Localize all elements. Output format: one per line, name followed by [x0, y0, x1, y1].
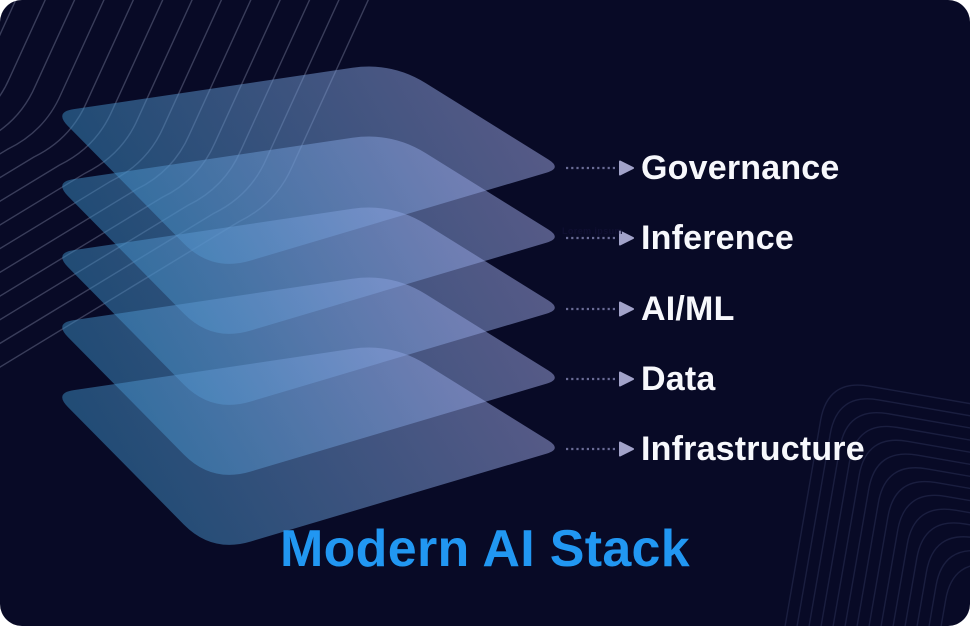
corner-line	[0, 0, 135, 179]
arrow-head-icon	[619, 301, 634, 317]
corner-line	[0, 0, 76, 132]
layer-label-aiml: AI/ML	[641, 290, 735, 328]
corner-line	[832, 439, 970, 626]
layer-label-inference: Inference	[641, 219, 794, 257]
corner-line	[784, 384, 970, 626]
arrow-head-icon	[619, 371, 634, 387]
layer-label-governance: Governance	[641, 149, 840, 187]
corner-line	[904, 522, 970, 626]
corner-line	[796, 398, 970, 626]
layer-label-data: Data	[641, 360, 716, 398]
corner-line	[820, 425, 970, 626]
corner-line	[892, 508, 970, 626]
corner-line	[844, 453, 970, 626]
corner-line	[0, 0, 46, 97]
corner-line	[868, 480, 970, 626]
corner-line	[808, 412, 970, 626]
arrow-head-icon	[619, 441, 634, 457]
stack-sheet-infrastructure	[62, 347, 555, 545]
corner-pattern-bottom-right-icon	[784, 384, 970, 626]
lorem-artifact-text: Lorem ipsum	[562, 226, 623, 236]
corner-line	[0, 0, 17, 37]
corner-line	[0, 0, 105, 155]
corner-line	[916, 536, 970, 626]
corner-line	[928, 550, 970, 626]
arrow-head-icon	[619, 160, 634, 176]
layer-label-infrastructure: Infrastructure	[641, 430, 865, 468]
stack-sheets	[62, 66, 555, 545]
corner-line	[940, 565, 970, 626]
corner-line	[856, 467, 970, 626]
arrow-head-icon	[619, 230, 634, 246]
corner-line	[880, 494, 970, 626]
page-title: Modern AI Stack	[280, 520, 690, 578]
layer-arrows	[566, 160, 634, 457]
